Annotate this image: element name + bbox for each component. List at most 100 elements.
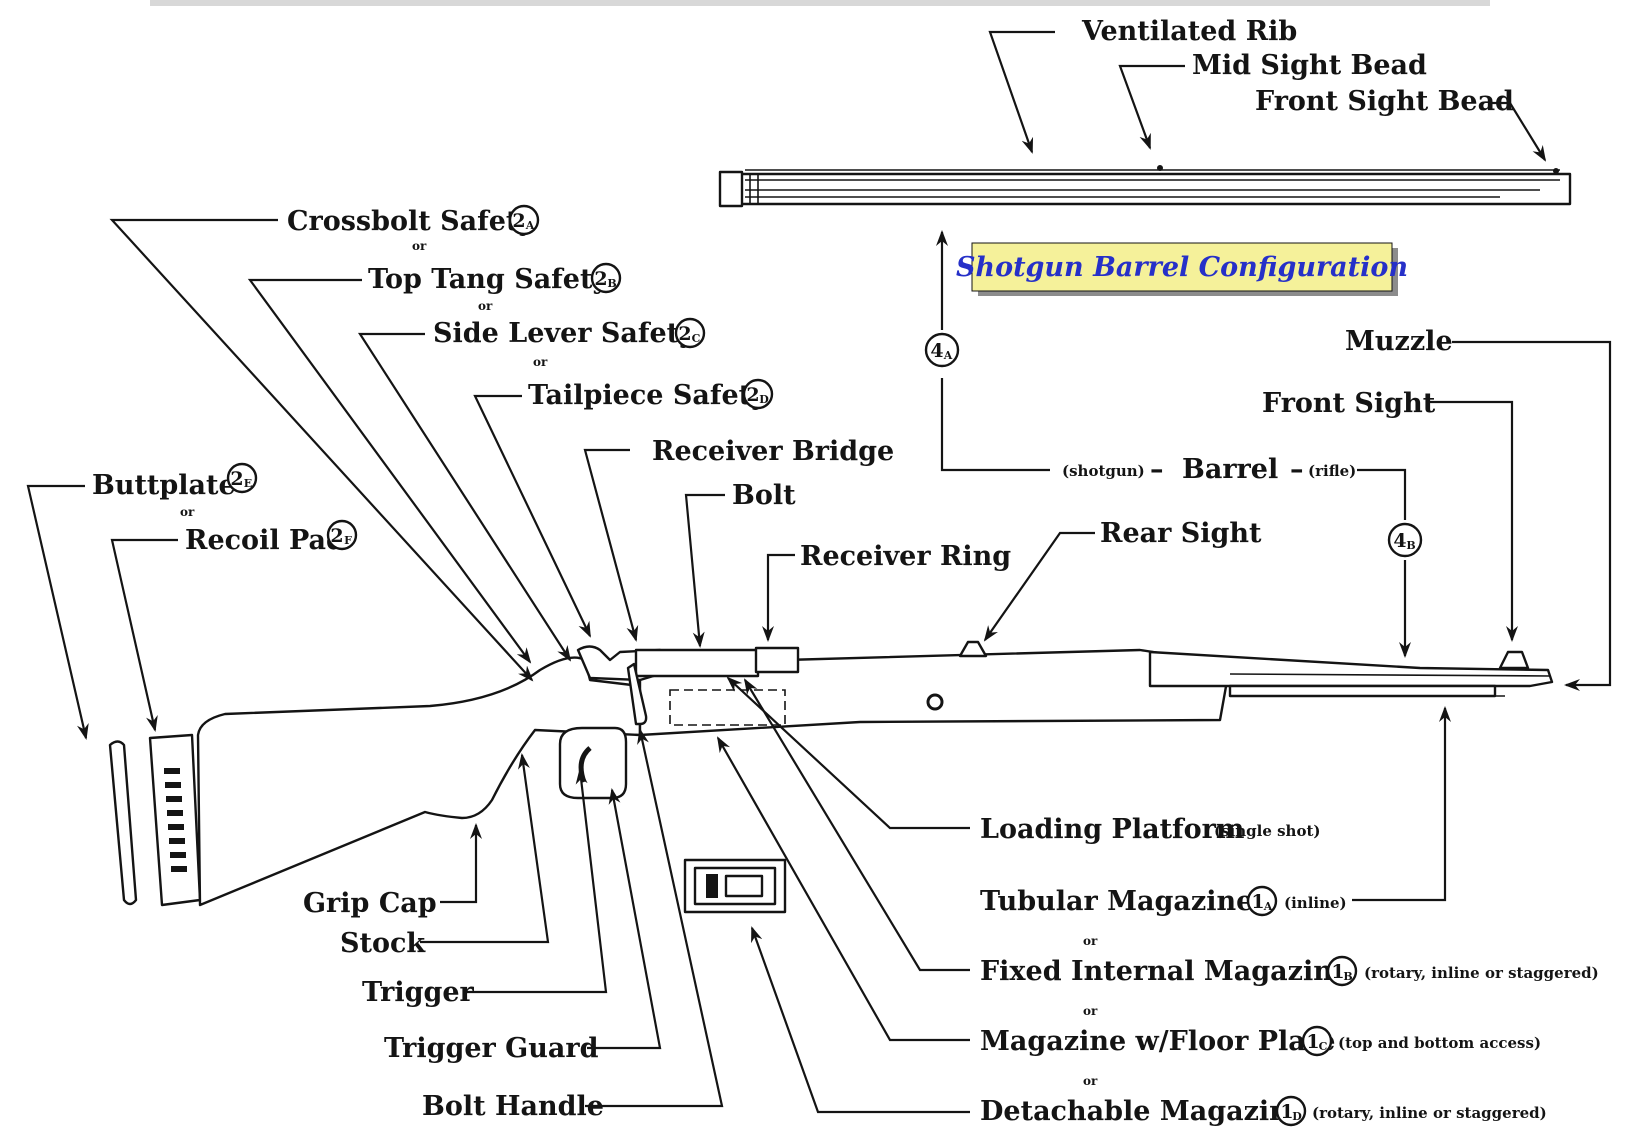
stock-screw (926, 693, 944, 711)
label-bolt-handle: Bolt Handle (422, 1091, 604, 1122)
label-grip-cap: Grip Cap (303, 888, 437, 919)
rifle-body: ​ (196, 640, 1554, 907)
receiver-ring-shape (754, 646, 800, 674)
trigger-guard-shape (558, 726, 628, 800)
svg-text:A: A (1263, 900, 1273, 913)
or-6: or (1083, 1004, 1098, 1018)
front-sight-shape (1498, 650, 1530, 670)
badges: 2 A 2 B 2 C 2 D 2 E 2 F 4 (226, 204, 1423, 1127)
or-7: or (1083, 1074, 1098, 1088)
or-4: or (180, 505, 195, 519)
label-detachable-magazine-note: (rotary, inline or staggered) (1312, 1104, 1547, 1122)
label-barrel-rifle: (rifle) (1308, 462, 1356, 480)
badge-top-tang: 2 B (590, 262, 622, 294)
label-detachable-magazine: Detachable Magazine (980, 1096, 1306, 1127)
svg-text:1: 1 (1331, 961, 1344, 983)
label-muzzle: Muzzle (1345, 326, 1453, 357)
buttplate-part (108, 740, 138, 906)
svg-text:1: 1 (1306, 1031, 1319, 1053)
label-mid-sight-bead: Mid Sight Bead (1192, 50, 1427, 81)
shotgun-title: Shotgun Barrel Configuration (956, 252, 1408, 283)
label-receiver-bridge: Receiver Bridge (652, 436, 894, 467)
svg-text:C: C (692, 332, 701, 345)
svg-text:1: 1 (1280, 1101, 1293, 1123)
labels: Ventilated Rib Mid Sight Bead Front Sigh… (92, 16, 1599, 1127)
badge-side-lever: 2 C (674, 317, 706, 349)
label-trigger-guard: Trigger Guard (384, 1033, 599, 1064)
label-recoil-pad: Recoil Pad (185, 525, 345, 556)
label-bolt: Bolt (732, 480, 796, 511)
label-fixed-internal-magazine-note: (rotary, inline or staggered) (1364, 964, 1599, 982)
barrel-shape (1148, 650, 1554, 688)
bolt-handle-shape (626, 662, 648, 726)
shotgun-title-box: Shotgun Barrel Configuration (956, 242, 1408, 296)
svg-text:4: 4 (930, 340, 943, 362)
label-barrel-dash-2: – (1290, 454, 1304, 485)
svg-text:A: A (525, 219, 535, 232)
front-sight-bead-mark (1553, 168, 1559, 174)
shotgun-barrel (718, 165, 1572, 208)
label-ventilated-rib: Ventilated Rib (1081, 16, 1297, 47)
badge-recoil-pad: 2 F (326, 519, 358, 551)
label-loading-platform-note: (single shot) (1214, 822, 1320, 840)
label-front-sight: Front Sight (1262, 388, 1436, 419)
svg-text:F: F (344, 534, 352, 547)
label-trigger: Trigger (362, 977, 475, 1008)
label-barrel: Barrel (1182, 454, 1278, 485)
or-2: or (478, 299, 493, 313)
svg-text:B: B (607, 277, 616, 290)
tubular-magazine-shape (1228, 684, 1497, 698)
detachable-magazine-part (683, 858, 787, 914)
badge-tailpiece: 2 D (742, 378, 774, 410)
label-magazine-floor-plate-note: (top and bottom access) (1338, 1034, 1541, 1052)
label-rear-sight: Rear Sight (1100, 518, 1262, 549)
svg-text:C: C (1319, 1040, 1328, 1053)
label-barrel-dash-1: – (1150, 454, 1164, 485)
label-tubular-magazine-note: (inline) (1284, 894, 1347, 912)
label-front-sight-bead: Front Sight Bead (1255, 86, 1514, 117)
label-top-tang-safety: Top Tang Safety (368, 264, 609, 295)
svg-text:4: 4 (1393, 530, 1406, 552)
badge-detachable: 1 D (1275, 1095, 1307, 1127)
svg-text:2: 2 (330, 525, 343, 547)
mid-sight-bead-mark (1157, 165, 1163, 171)
badge-crossbolt: 2 A (508, 204, 540, 236)
leader-lines (26, 30, 1612, 1114)
svg-text:B: B (1343, 970, 1352, 983)
svg-text:B: B (1406, 539, 1415, 552)
svg-text:1: 1 (1251, 891, 1264, 913)
rear-sight-shape (958, 640, 988, 658)
label-side-lever-safety: Side Lever Safety (433, 318, 696, 349)
svg-text:E: E (244, 477, 252, 490)
svg-text:D: D (1292, 1110, 1302, 1123)
label-receiver-ring: Receiver Ring (800, 541, 1011, 572)
svg-text:2: 2 (594, 268, 607, 290)
label-tailpiece-safety: Tailpiece Safety (528, 380, 768, 411)
svg-text:D: D (759, 393, 769, 406)
badge-tubular: 1 A (1246, 885, 1278, 917)
recoil-pad-part (148, 733, 202, 907)
svg-text:A: A (943, 349, 953, 362)
label-stock: Stock (340, 928, 426, 959)
badge-barrel-shotgun: 4 A (924, 332, 960, 368)
label-crossbolt-safety: Crossbolt Safety (287, 206, 535, 237)
svg-text:2: 2 (746, 384, 759, 406)
svg-text:2: 2 (678, 323, 691, 345)
badge-floor-plate: 1 C (1301, 1025, 1333, 1057)
or-5: or (1083, 934, 1098, 948)
or-3: or (533, 355, 548, 369)
svg-text:2: 2 (230, 468, 243, 490)
label-barrel-shotgun: (shotgun) (1062, 462, 1145, 480)
badge-buttplate: 2 E (226, 462, 258, 494)
badge-fixed-internal: 1 B (1326, 955, 1358, 987)
bolt-shape (634, 648, 760, 678)
svg-text:2: 2 (512, 210, 525, 232)
top-border-strip (150, 0, 1490, 6)
label-magazine-floor-plate: Magazine w/Floor Plate (980, 1026, 1335, 1057)
label-buttplate: Buttplate (92, 470, 236, 501)
label-loading-platform: Loading Platform (980, 814, 1244, 845)
label-fixed-internal-magazine: Fixed Internal Magazine (980, 956, 1350, 987)
badge-barrel-rifle: 4 B (1387, 522, 1423, 558)
label-tubular-magazine: Tubular Magazine (980, 886, 1253, 917)
